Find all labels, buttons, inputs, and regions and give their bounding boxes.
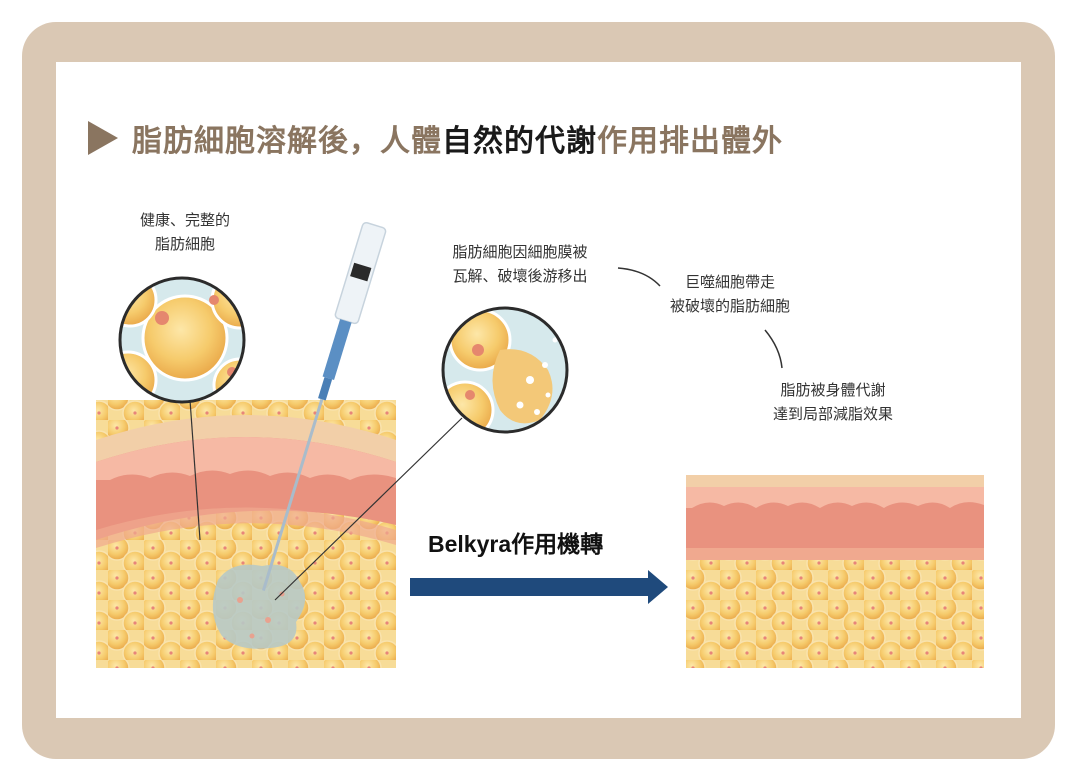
title-part-2: 自然的代謝: [442, 124, 597, 159]
label-damaged-cells: 脂肪細胞因細胞膜被 瓦解、破壞後游移出: [420, 240, 620, 288]
label-metabolism-line-1: 脂肪被身體代謝: [780, 381, 886, 399]
play-triangle-icon: [88, 121, 118, 155]
arrow-right-icon: [410, 570, 668, 604]
label-damaged-line-1: 脂肪細胞因細胞膜被: [452, 243, 588, 261]
pointer-line-damaged: [274, 417, 463, 601]
label-metabolism-line-2: 達到局部減脂效果: [772, 405, 893, 423]
label-macrophage-line-2: 被破壞的脂肪細胞: [669, 297, 790, 315]
label-healthy-line-2: 脂肪細胞: [154, 235, 215, 253]
label-macrophage-line-1: 巨噬細胞帶走: [684, 273, 775, 291]
label-damaged-line-2: 瓦解、破壞後游移出: [452, 267, 588, 285]
mechanism-label: Belkyra作用機轉: [428, 531, 604, 557]
pointer-line-healthy: [189, 399, 201, 541]
label-macrophage: 巨噬細胞帶走 被破壞的脂肪細胞: [650, 270, 810, 318]
curved-pointer-2: [764, 329, 783, 369]
magnified-damaged-cells: [441, 306, 569, 434]
title-part-3: 作用排出體外: [597, 124, 783, 159]
title-part-1: 脂肪細胞溶解後，人體: [132, 124, 442, 159]
magnified-healthy-cells: [118, 276, 246, 404]
left-tissue-block: [96, 400, 396, 668]
right-tissue-block: [686, 475, 984, 668]
curved-pointer-1: [617, 267, 661, 287]
page-title: 脂肪細胞溶解後，人體自然的代謝作用排出體外: [88, 116, 783, 160]
label-metabolism: 脂肪被身體代謝 達到局部減脂效果: [748, 378, 918, 426]
label-healthy-cells: 健康、完整的 脂肪細胞: [118, 208, 252, 256]
syringe-icon: [261, 221, 387, 591]
label-healthy-line-1: 健康、完整的: [139, 211, 230, 229]
